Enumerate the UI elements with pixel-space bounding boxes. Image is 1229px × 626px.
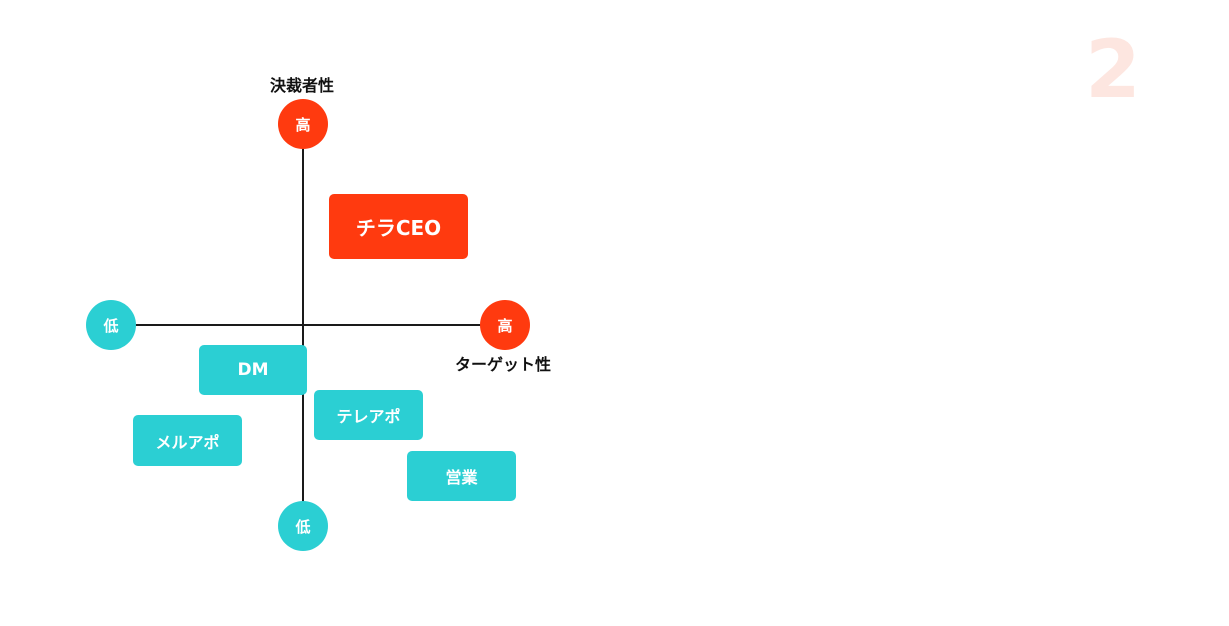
x-low-node: 低: [86, 300, 136, 350]
y-high-node: 高: [278, 99, 328, 149]
item-chira-ceo: チラCEO: [329, 194, 468, 259]
item-tele-apo: テレアポ: [314, 390, 423, 440]
x-axis-line: [111, 324, 505, 326]
x-axis-title: ターゲット性: [454, 355, 552, 374]
y-low-node: 低: [278, 501, 328, 551]
item-eigyo: 営業: [407, 451, 516, 501]
page-number: 2: [1085, 23, 1141, 116]
y-axis-title: 決裁者性: [269, 76, 335, 95]
item-dm: DM: [199, 345, 307, 395]
item-mail-apo: メルアポ: [133, 415, 242, 466]
x-high-node: 高: [480, 300, 530, 350]
